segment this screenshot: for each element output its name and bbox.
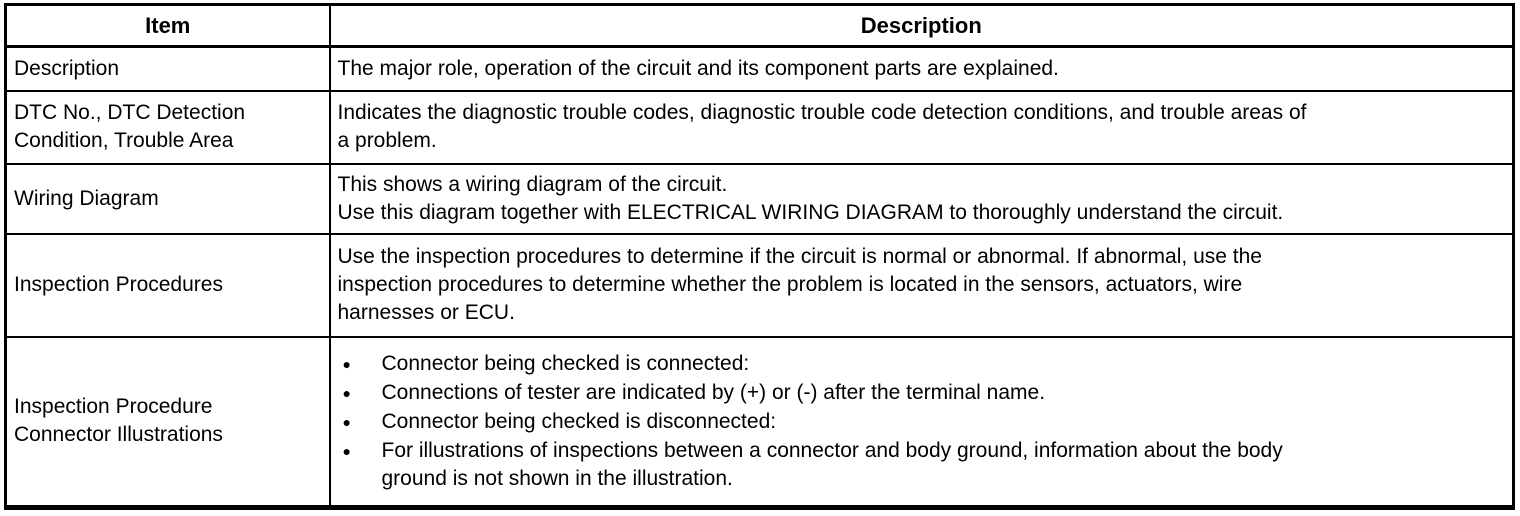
description-text: Indicates the diagnostic trouble codes, … (337, 101, 1307, 124)
item-text: Inspection Procedures (14, 273, 223, 296)
bullet-text: For illustrations of inspections between… (382, 437, 1506, 493)
table-row-inspection-procedures: Inspection Procedures Use the inspection… (4, 232, 1515, 338)
column-header-item: Item (4, 3, 331, 48)
list-item: ● Connector being checked is disconnecte… (338, 408, 1506, 436)
item-cell: Wiring Diagram (4, 162, 331, 235)
bullet-icon: ● (342, 384, 351, 401)
description-text: Use the inspection procedures to determi… (337, 245, 1262, 268)
description-cell: The major role, operation of the circuit… (328, 45, 1515, 92)
item-cell: Description (4, 45, 331, 92)
bullet-line: Connections of tester are indicated by (… (381, 380, 1046, 404)
description-text: Use this diagram together with ELECTRICA… (337, 200, 1284, 224)
bullet-line: For illustrations of inspections between… (381, 438, 1283, 462)
item-cell: Inspection Procedures (4, 232, 331, 338)
bullet-line: ground is not shown in the illustration. (381, 466, 733, 490)
item-cell: DTC No., DTC Detection Condition, Troubl… (4, 89, 331, 165)
description-text: a problem. (337, 129, 437, 152)
bullet-icon: ● (342, 355, 351, 372)
description-text: This shows a wiring diagram of the circu… (337, 172, 728, 196)
bullet-icon: ● (342, 442, 351, 459)
bullet-text: Connector being checked is connected: (382, 350, 1506, 378)
item-text: Connector Illustrations (14, 423, 223, 447)
bullet-text: Connections of tester are indicated by (… (382, 379, 1506, 407)
item-text: Inspection Procedure (14, 395, 213, 419)
bullet-list: ● Connector being checked is connected: … (338, 350, 1506, 493)
description-cell: Indicates the diagnostic trouble codes, … (328, 89, 1515, 165)
table-row-connector-illustrations: Inspection Procedure Connector Illustrat… (4, 335, 1515, 509)
description-cell: Use the inspection procedures to determi… (328, 232, 1515, 338)
description-cell: This shows a wiring diagram of the circu… (328, 162, 1515, 235)
item-text: Description (14, 56, 120, 80)
column-header-description: Description (328, 3, 1515, 48)
column-header-item-label: Item (145, 12, 191, 38)
list-item: ● Connections of tester are indicated by… (338, 379, 1506, 407)
column-header-description-label: Description (860, 12, 982, 38)
list-item: ● Connector being checked is connected: (338, 350, 1506, 378)
table-row-description: Description The major role, operation of… (4, 45, 1515, 92)
table-row-dtc: DTC No., DTC Detection Condition, Troubl… (4, 89, 1515, 165)
table-row-wiring-diagram: Wiring Diagram This shows a wiring diagr… (4, 162, 1515, 235)
description-text: inspection procedures to determine wheth… (337, 273, 1243, 296)
item-description-table: Item Description Description The major r… (4, 3, 1515, 510)
bullet-line: Connector being checked is connected: (381, 351, 750, 375)
item-text: DTC No., DTC Detection (14, 101, 246, 124)
description-text: harnesses or ECU. (337, 301, 515, 324)
bullet-text: Connector being checked is disconnected: (382, 408, 1506, 436)
item-cell: Inspection Procedure Connector Illustrat… (4, 335, 331, 509)
list-item: ● For illustrations of inspections betwe… (338, 437, 1506, 493)
bullet-icon: ● (342, 413, 351, 430)
bullet-line: Connector being checked is disconnected: (381, 409, 777, 433)
description-text: The major role, operation of the circuit… (337, 56, 1059, 80)
description-cell: ● Connector being checked is connected: … (328, 335, 1515, 509)
item-text: Wiring Diagram (14, 186, 159, 210)
item-text: Condition, Trouble Area (14, 129, 234, 152)
table-header-row: Item Description (4, 3, 1515, 48)
